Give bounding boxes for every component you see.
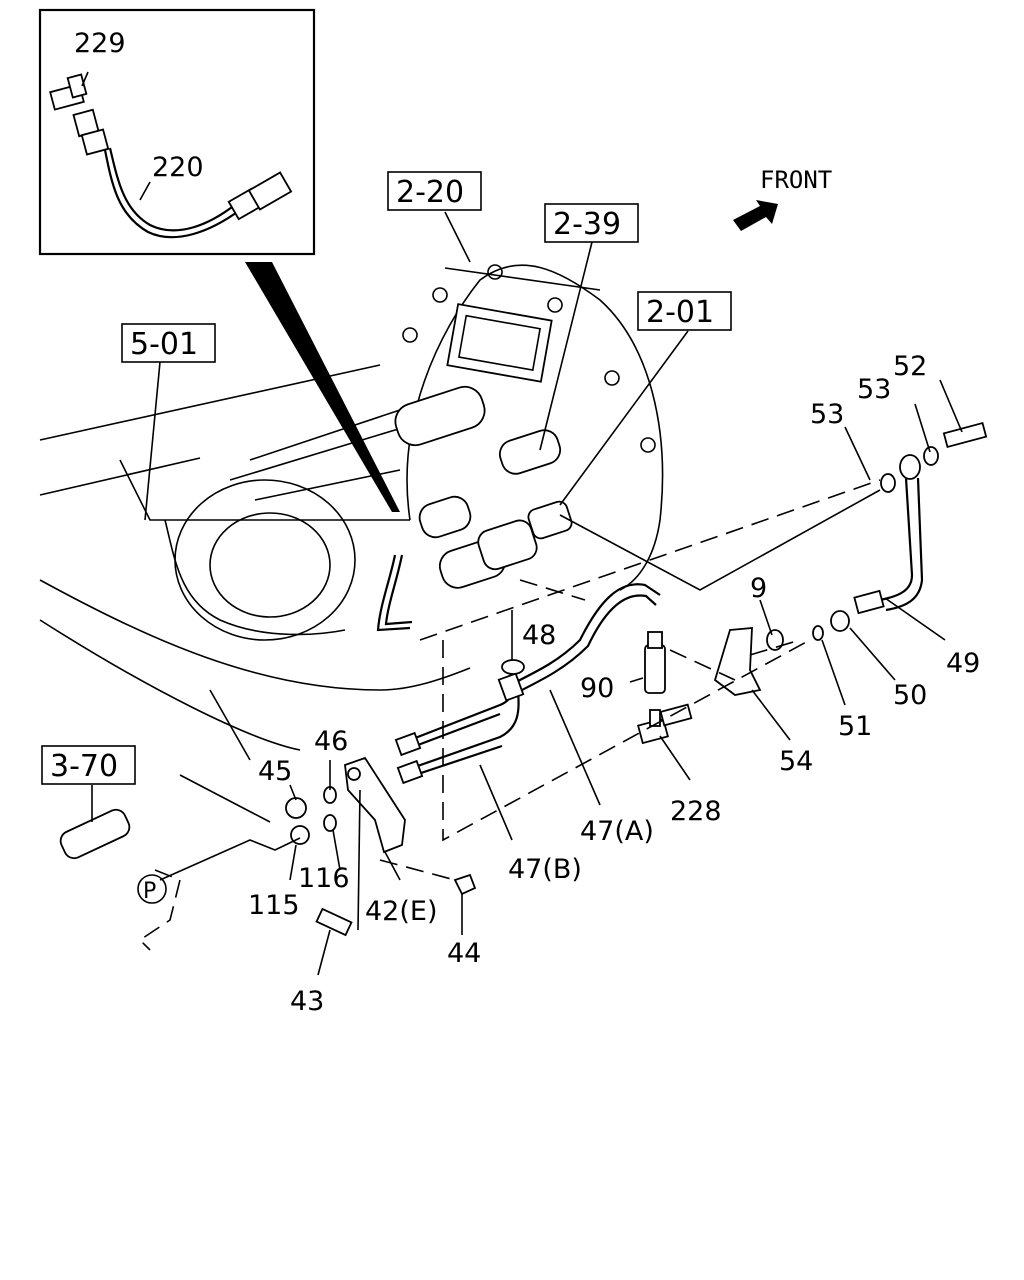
callout-49: 49 [946,648,980,679]
front-label: FRONT [760,166,832,194]
ref-box-5-01: 5-01 [121,323,216,363]
callout-90: 90 [580,673,614,704]
hose-49 [853,454,924,615]
ref-box-2-20: 2-20 [387,171,482,211]
ref-2-20: 2-20 [396,175,464,210]
inset-hose-assembly [49,71,293,239]
callout-9: 9 [750,573,767,604]
callout-220: 220 [152,152,204,183]
callout-p: P [143,879,156,904]
callout-42e: 42(E) [365,896,437,927]
callout-p-circle [137,874,167,904]
callout-45: 45 [258,756,292,787]
front-arrow-icon [733,200,778,231]
callout-47b: 47(B) [508,854,582,885]
callout-52: 52 [893,351,927,382]
ref-box-2-39: 2-39 [544,203,639,243]
callout-228: 228 [670,796,722,827]
pipe-47a [509,583,661,695]
callout-46: 46 [314,726,348,757]
callout-229: 229 [74,28,126,59]
callout-115: 115 [248,890,300,921]
ref-2-39: 2-39 [553,207,621,242]
inset-pointer [245,262,400,512]
callout-44: 44 [447,938,481,969]
callout-50: 50 [893,680,927,711]
callout-53: 53 [810,399,844,430]
callout-47a: 47(A) [580,816,654,847]
slave-cylinder-group [376,385,573,632]
callout-54: 54 [779,746,813,777]
inset-frame [38,8,316,256]
ref-box-2-01: 2-01 [637,291,732,331]
ref-5-01: 5-01 [130,327,198,362]
ref-box-3-70: 3-70 [41,745,136,785]
callout-53: 53 [857,374,891,405]
callout-43: 43 [290,986,324,1017]
small-parts [59,421,988,937]
callout-116: 116 [298,863,350,894]
callout-48: 48 [522,620,556,651]
leader-lines [91,211,963,976]
pipe-47b [394,672,525,785]
callouts: 229 220 53 53 52 9 48 90 49 50 51 54 46 … [74,28,980,1017]
ref-2-01: 2-01 [646,295,714,330]
callout-51: 51 [838,711,872,742]
ref-3-70: 3-70 [50,749,118,784]
